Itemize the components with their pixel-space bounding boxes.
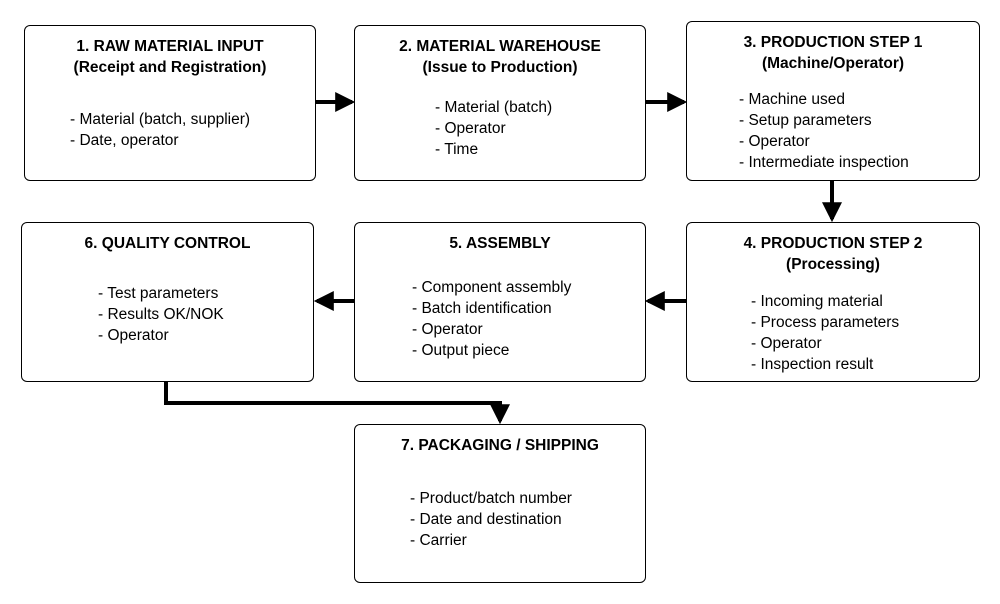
detail-item: Component assembly [412, 277, 571, 298]
detail-item: Material (batch) [435, 97, 552, 118]
step-title: 4. PRODUCTION STEP 2 [743, 235, 923, 252]
step-title: 7. PACKAGING / SHIPPING [401, 437, 599, 454]
detail-item: Carrier [410, 530, 572, 551]
detail-item: Material (batch, supplier) [70, 109, 250, 130]
step-subtitle: (Processing) [786, 256, 880, 273]
detail-item: Process parameters [751, 312, 899, 333]
detail-item: Operator [739, 131, 909, 152]
detail-item: Inspection result [751, 354, 899, 375]
step-subtitle: (Issue to Production) [422, 59, 578, 76]
detail-item: Intermediate inspection [739, 152, 908, 173]
detail-item: Operator [98, 325, 224, 346]
step-title: 1. RAW MATERIAL INPUT [76, 38, 264, 55]
step-subtitle: (Machine/Operator) [761, 55, 905, 72]
detail-item: Incoming material [751, 291, 899, 312]
detail-item: Operator [412, 319, 571, 340]
detail-item: Results OK/NOK [98, 304, 223, 325]
arrow-step6-to-step7 [164, 382, 510, 425]
step-details: Incoming material Process parameters Ope… [751, 291, 899, 375]
step-details: Machine used Setup parameters Operator I… [739, 89, 909, 173]
step-title: 5. ASSEMBLY [449, 235, 551, 252]
step-raw-material-input: 1. RAW MATERIAL INPUT (Receipt and Regis… [24, 25, 316, 181]
detail-item: Test parameters [98, 283, 224, 304]
detail-item: Product/batch number [410, 488, 572, 509]
detail-item: Date and destination [410, 509, 572, 530]
step-quality-control: 6. QUALITY CONTROL Test parameters Resul… [21, 222, 314, 382]
detail-item: Operator [435, 118, 552, 139]
detail-item: Machine used [739, 89, 909, 110]
step-assembly: 5. ASSEMBLY Component assembly Batch ide… [354, 222, 646, 382]
detail-item: Output piece [412, 340, 571, 361]
step-details: Component assembly Batch identification … [412, 277, 571, 361]
step-subtitle: (Receipt and Registration) [73, 59, 267, 76]
detail-item: Time [435, 139, 552, 160]
detail-item: Batch identification [412, 298, 571, 319]
step-packaging-shipping: 7. PACKAGING / SHIPPING Product/batch nu… [354, 424, 646, 583]
step-details: Material (batch, supplier) Date, operato… [70, 109, 250, 151]
step-details: Material (batch) Operator Time [435, 97, 552, 160]
detail-item: Date, operator [70, 130, 250, 151]
step-material-warehouse: 2. MATERIAL WAREHOUSE (Issue to Producti… [354, 25, 646, 181]
step-production-step-1: 3. PRODUCTION STEP 1 (Machine/Operator) … [686, 21, 980, 181]
step-title: 6. QUALITY CONTROL [84, 235, 251, 252]
step-title: 3. PRODUCTION STEP 1 [743, 34, 923, 51]
step-details: Product/batch number Date and destinatio… [410, 488, 572, 551]
step-details: Test parameters Results OK/NOK Operator [98, 283, 224, 346]
step-title: 2. MATERIAL WAREHOUSE [399, 38, 601, 55]
detail-item: Operator [751, 333, 899, 354]
detail-item: Setup parameters [739, 110, 909, 131]
step-production-step-2: 4. PRODUCTION STEP 2 (Processing) Incomi… [686, 222, 980, 382]
